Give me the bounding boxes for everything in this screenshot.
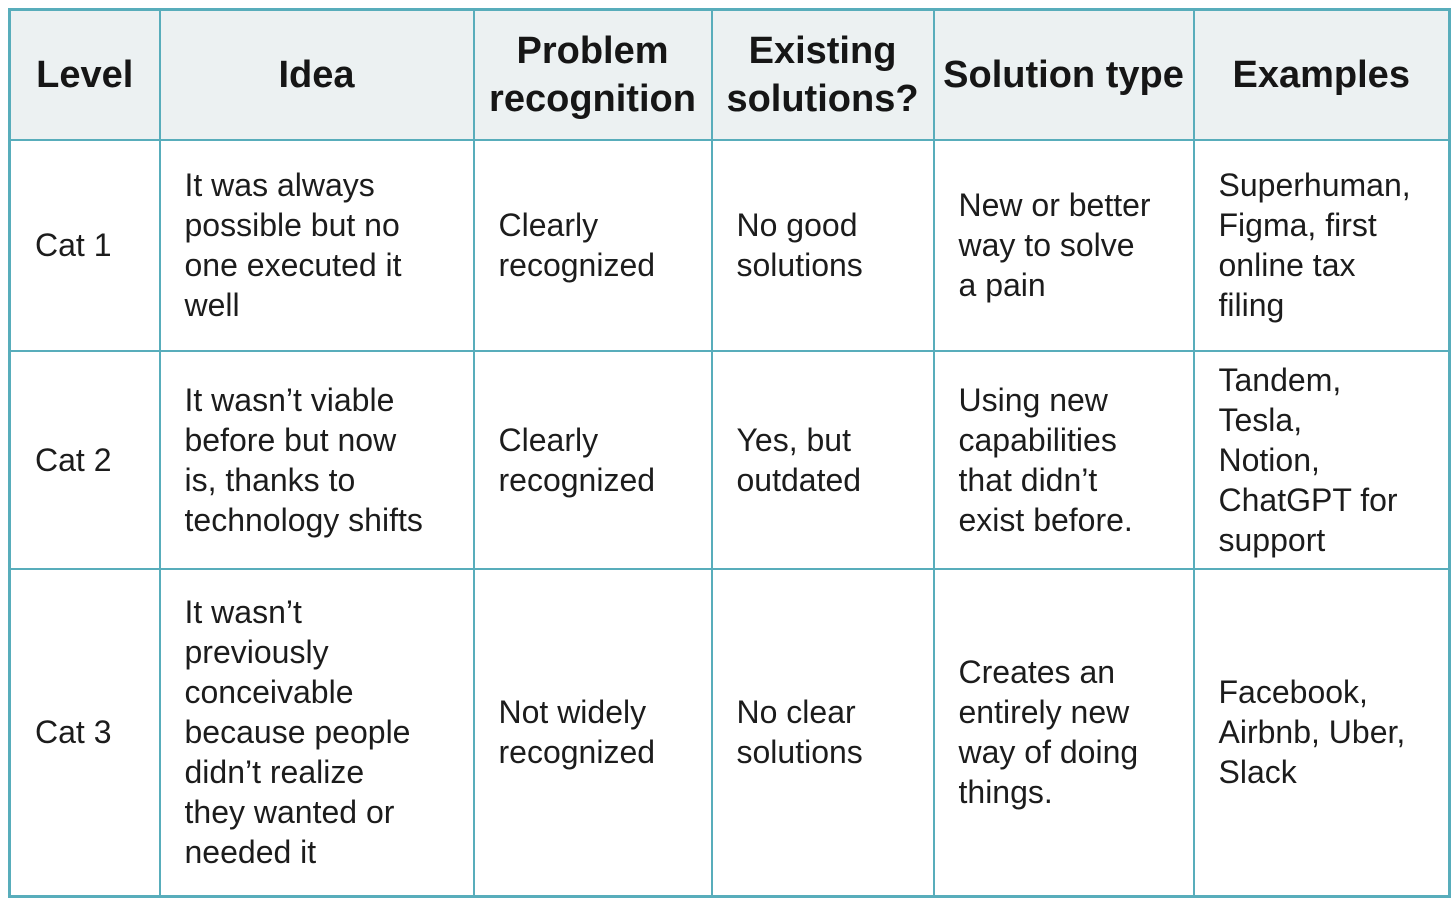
header-cell-problem-recognition: Problem recognition bbox=[472, 8, 713, 141]
table-row-cat1: Cat 1 It was always possible but no one … bbox=[8, 138, 1451, 352]
cell-cat1-idea: It was always possible but no one execut… bbox=[158, 138, 475, 352]
cell-cat2-solution: Using new capabilities that didn’t exist… bbox=[932, 349, 1195, 570]
cell-cat3-level: Cat 3 bbox=[8, 567, 161, 898]
cell-cat1-examples: Superhuman, Figma, first online tax fili… bbox=[1192, 138, 1451, 352]
comparison-table: Level Idea Problem recognition Existing … bbox=[8, 8, 1451, 898]
header-cell-examples: Examples bbox=[1192, 8, 1451, 141]
cell-cat2-problem: Clearly recognized bbox=[472, 349, 713, 570]
header-cell-level: Level bbox=[8, 8, 161, 141]
header-cell-existing-solutions: Existing solutions? bbox=[710, 8, 935, 141]
cell-cat2-existing: Yes, but outdated bbox=[710, 349, 935, 570]
cell-cat2-examples: Tandem, Tesla, Notion, ChatGPT for suppo… bbox=[1192, 349, 1451, 570]
cell-cat3-examples: Facebook, Airbnb, Uber, Slack bbox=[1192, 567, 1451, 898]
cell-cat1-level: Cat 1 bbox=[8, 138, 161, 352]
header-row: Level Idea Problem recognition Existing … bbox=[8, 8, 1451, 141]
table-row-cat3: Cat 3 It wasn’t previously conceivable b… bbox=[8, 567, 1451, 898]
cell-cat3-solution: Creates an entirely new way of doing thi… bbox=[932, 567, 1195, 898]
header-cell-idea: Idea bbox=[158, 8, 475, 141]
cell-cat3-idea: It wasn’t previously conceivable because… bbox=[158, 567, 475, 898]
cell-cat1-existing: No good solutions bbox=[710, 138, 935, 352]
cell-cat1-problem: Clearly recognized bbox=[472, 138, 713, 352]
cell-cat2-level: Cat 2 bbox=[8, 349, 161, 570]
cell-cat3-problem: Not widely recognized bbox=[472, 567, 713, 898]
cell-cat1-solution: New or better way to solve a pain bbox=[932, 138, 1195, 352]
table-row-cat2: Cat 2 It wasn’t viable before but now is… bbox=[8, 349, 1451, 570]
cell-cat2-idea: It wasn’t viable before but now is, than… bbox=[158, 349, 475, 570]
cell-cat3-existing: No clear solutions bbox=[710, 567, 935, 898]
header-cell-solution-type: Solution type bbox=[932, 8, 1195, 141]
